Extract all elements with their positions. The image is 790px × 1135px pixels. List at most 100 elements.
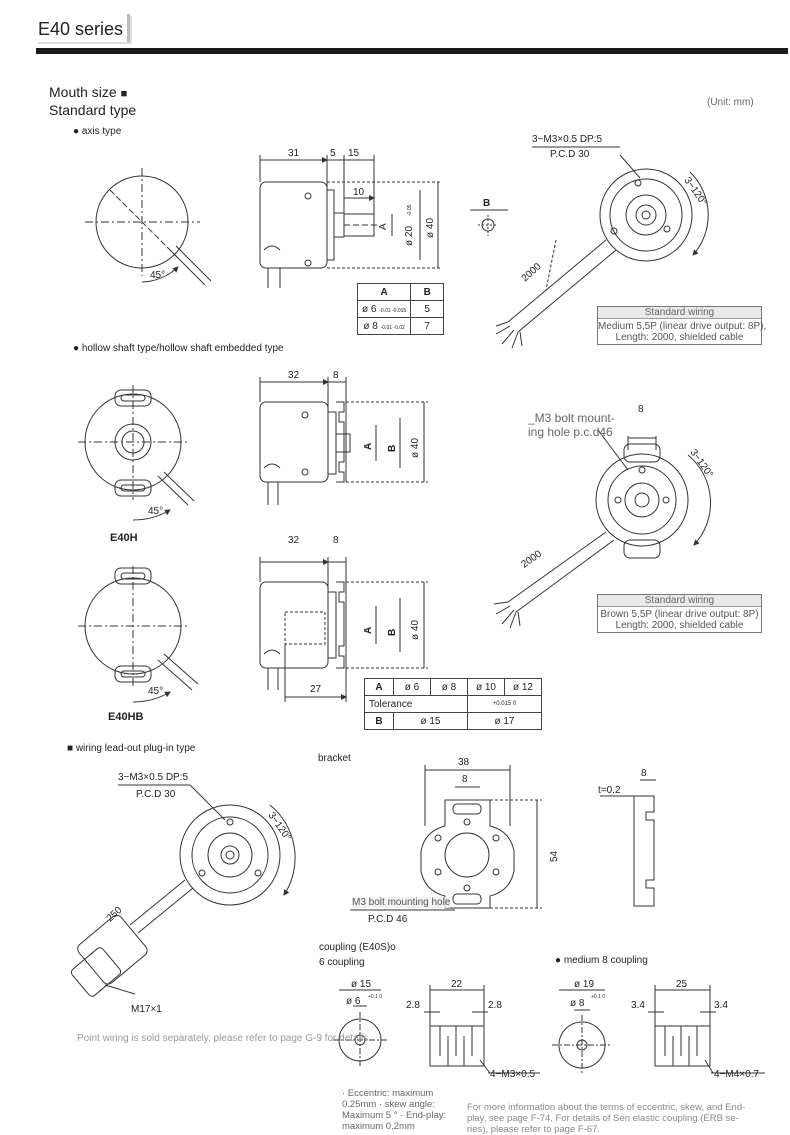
bracket-side-view bbox=[600, 779, 656, 907]
axis-side-view bbox=[259, 155, 442, 288]
dim-5: 5 bbox=[330, 148, 336, 159]
angle-45: 45° bbox=[150, 270, 165, 281]
dim-15: 15 bbox=[348, 148, 360, 159]
hollow-angle-label: 3−120° bbox=[688, 447, 715, 480]
dim-phi20: ø 20 bbox=[404, 226, 415, 246]
plugin-pcd-label: P.C.D 30 bbox=[136, 789, 176, 800]
c8-dim-34b: 3.4 bbox=[714, 1000, 728, 1011]
page-title-box: E40 series bbox=[36, 14, 131, 42]
hollow-table-a-8: ø 8 bbox=[430, 678, 468, 696]
section-line1: Mouth size bbox=[49, 84, 117, 100]
axis-b-detail bbox=[470, 209, 508, 236]
c8-dim-25: 25 bbox=[676, 979, 688, 990]
coupling6-views bbox=[333, 985, 540, 1074]
plugin-type-label: ■ wiring lead-out plug-in type bbox=[67, 743, 196, 754]
dim-phi40: ø 40 bbox=[425, 218, 436, 238]
bracket-label: bracket bbox=[318, 753, 351, 764]
e40h-name: E40H bbox=[110, 532, 138, 544]
axis-table-col-a: A bbox=[356, 283, 412, 301]
hollow-wiring-head: Standard wiring bbox=[598, 595, 761, 606]
c6-dim-28b: 2.8 bbox=[488, 1000, 502, 1011]
axis-table-row2-a: ø 8 -0.01 -0.02 bbox=[356, 317, 412, 335]
hollow-cable-length: 2000 bbox=[519, 548, 544, 570]
section-heading: Mouth size ■ bbox=[49, 84, 127, 100]
bullet-square: ■ bbox=[120, 88, 128, 100]
bracket-dim-38: 38 bbox=[458, 757, 470, 768]
e40hb-dim-a: A bbox=[363, 627, 374, 634]
axis-screw-label: 3−M3×0.5 DP:5 bbox=[532, 134, 602, 145]
hollow-table-a-10: ø 10 bbox=[467, 678, 505, 696]
plugin-angle-label: 3−120° bbox=[266, 810, 293, 843]
axis-cable-length: 2000 bbox=[520, 261, 544, 284]
axis-table-row2-b: 7 bbox=[410, 317, 445, 335]
bracket-dim-54: 54 bbox=[549, 850, 560, 862]
coupling-spec-notes: · Eccentric: maximum 0.25mm · skew angle… bbox=[342, 1088, 447, 1132]
page-title: E40 series bbox=[38, 19, 124, 39]
hollow-wiring-line2: Length: 2000, shielded cable bbox=[615, 620, 744, 631]
axis-table-row1-a: ø 6 -0.01 -0.015 bbox=[356, 300, 412, 318]
coupling8-views bbox=[552, 985, 765, 1074]
coupling-info-note: For more information about the terms of … bbox=[467, 1102, 746, 1135]
axis-wiring-head: Standard wiring bbox=[598, 307, 761, 318]
dim-10: 10 bbox=[353, 187, 365, 198]
c8-phi8: ø 8 bbox=[570, 998, 585, 1009]
axis-wiring-line2: Length: 2000, shielded cable bbox=[615, 332, 744, 343]
section-subheading: Standard type bbox=[49, 102, 137, 118]
bracket-side-dim-8: 8 bbox=[641, 768, 647, 779]
axis-table-row1-b: 5 bbox=[410, 300, 445, 318]
e40h-dim-32: 32 bbox=[288, 370, 300, 381]
e40h-dim-a: A bbox=[363, 443, 374, 450]
e40hb-dim-b: B bbox=[387, 629, 398, 636]
e40hb-dim-32: 32 bbox=[288, 535, 300, 546]
hollow-wiring-box: Standard wiring Brown 5,5P (linear drive… bbox=[597, 594, 762, 633]
bracket-bolt-label: M3 bolt mounting hole bbox=[352, 897, 451, 908]
dim-tol20: -0.05 bbox=[407, 204, 413, 216]
hollow-table-a-12: ø 12 bbox=[504, 678, 542, 696]
dim-31: 31 bbox=[288, 148, 300, 159]
c8-tol: +0.1 0 bbox=[591, 994, 605, 1000]
e40hb-name: E40HB bbox=[108, 711, 144, 723]
hollow-table-b-head: B bbox=[364, 712, 394, 730]
plugin-screw-label: 3−M3×0.5 DP:5 bbox=[118, 772, 188, 783]
bolt-dim-8: 8 bbox=[638, 404, 644, 415]
c6-screw: 4−M3×0.5 bbox=[490, 1069, 535, 1080]
coupling6-label: coupling (E40S)o 6 coupling bbox=[319, 942, 396, 968]
e40h-front-view bbox=[78, 385, 195, 521]
hollow-wiring-line1: Brown 5,5P (linear drive output: 8P) bbox=[600, 609, 759, 620]
e40h-dim-8: 8 bbox=[333, 370, 339, 381]
hollow-table-b-17: ø 17 bbox=[467, 712, 542, 730]
bracket-dim-8: 8 bbox=[462, 774, 468, 785]
hollow-table-tol-label: Tolerance bbox=[364, 695, 468, 713]
hollow-spec-table: A ø 6 ø 8 ø 10 ø 12 Tolerance +0.015 0 B… bbox=[364, 678, 542, 730]
axis-front-view bbox=[85, 168, 212, 286]
plugin-view bbox=[70, 784, 296, 997]
e40h-dim-phi40: ø 40 bbox=[410, 438, 421, 458]
e40hb-side-view bbox=[259, 557, 428, 702]
e40hb-dim-8: 8 bbox=[333, 535, 339, 546]
unit-label: (Unit: mm) bbox=[707, 97, 754, 108]
axis-wiring-line1: Medium 5,5P (linear drive output: 8P), bbox=[598, 321, 767, 332]
dim-b: B bbox=[483, 198, 490, 209]
c8-phi19: ø 19 bbox=[574, 979, 594, 990]
e40h-side-view bbox=[259, 377, 428, 505]
e40hb-dim-phi40: ø 40 bbox=[410, 620, 421, 640]
plugin-note: Point wiring is sold separately, please … bbox=[77, 1033, 371, 1044]
c8-dim-34a: 3.4 bbox=[631, 1000, 645, 1011]
c6-dim-28a: 2.8 bbox=[406, 1000, 420, 1011]
axis-wiring-box: Standard wiring Medium 5,5P (linear driv… bbox=[597, 306, 767, 345]
hollow-table-a-6: ø 6 bbox=[393, 678, 431, 696]
bracket-front-view bbox=[350, 765, 542, 911]
c6-phi15: ø 15 bbox=[351, 979, 371, 990]
c6-phi6: ø 6 bbox=[346, 996, 361, 1007]
dim-a: A bbox=[378, 223, 389, 230]
bracket-pcd: P.C.D 46 bbox=[368, 914, 408, 925]
hollow-table-b-15: ø 15 bbox=[393, 712, 468, 730]
e40hb-dim-27: 27 bbox=[310, 684, 322, 695]
hollow-table-tol-val: +0.015 0 bbox=[467, 695, 542, 713]
e40h-angle: 45° bbox=[148, 506, 163, 517]
c6-dim-22: 22 bbox=[451, 979, 463, 990]
e40hb-angle: 45° bbox=[148, 686, 163, 697]
axis-type-label: ● axis type bbox=[73, 126, 122, 137]
